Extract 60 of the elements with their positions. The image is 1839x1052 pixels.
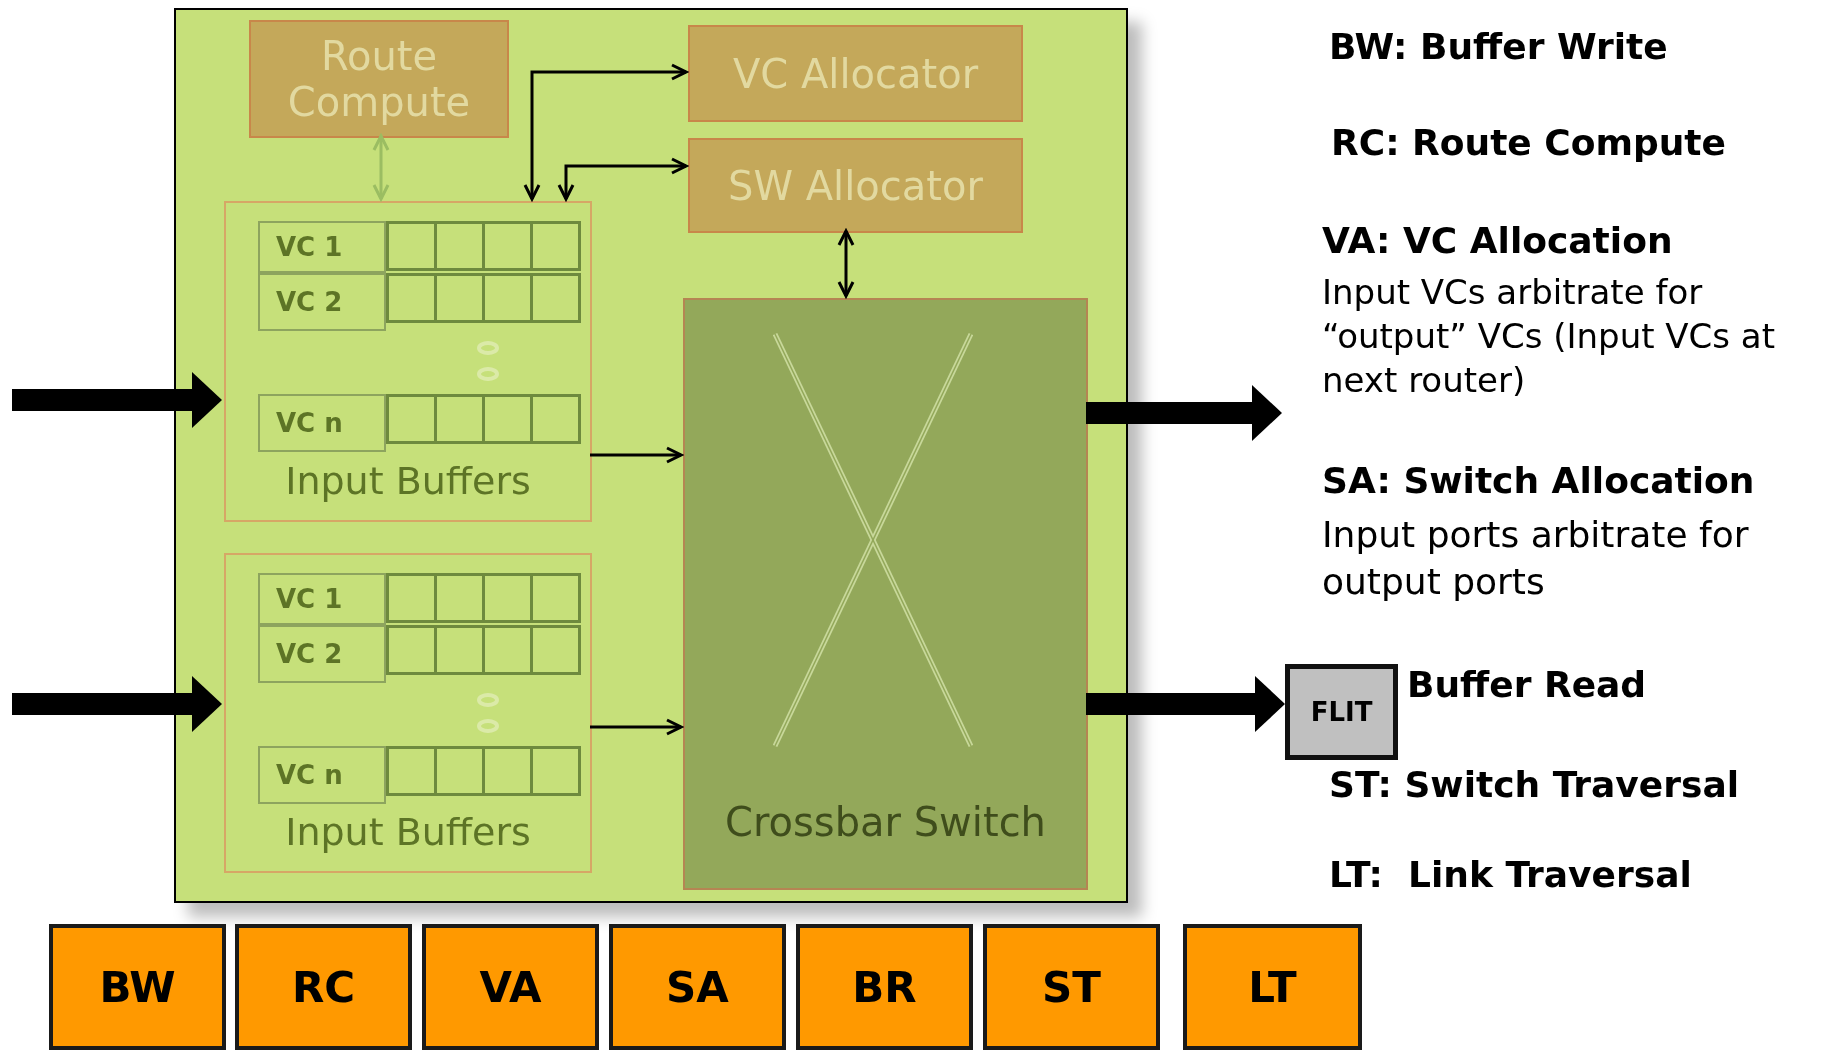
vc-label: VC 2	[276, 285, 343, 319]
unit-box	[688, 138, 1023, 233]
term-definition: LT: Link Traversal	[1329, 853, 1693, 897]
router-box	[174, 8, 1128, 903]
pipeline-stage-box	[422, 924, 599, 1050]
pipeline-stage-box	[49, 924, 226, 1050]
vc-label: VC 1	[276, 582, 343, 616]
box-label: Crossbar Switch	[724, 798, 1047, 847]
term-definition: RC: Route Compute	[1331, 121, 1727, 165]
pipeline-stage-box	[609, 924, 786, 1050]
term-definition: BW: Buffer Write	[1329, 25, 1669, 69]
arrow	[557, 157, 688, 201]
stage-label: LT	[1248, 961, 1297, 1014]
description-text: Input VCs arbitrate for “output” VCs (Input VCs at next router)	[1322, 271, 1777, 403]
vc-box	[258, 394, 386, 452]
flit-box	[1285, 664, 1398, 760]
arrow	[590, 718, 683, 736]
vc-label: VC 1	[276, 230, 343, 264]
description-text: Input ports arbitrate for output ports	[1322, 513, 1750, 604]
vc-label: VC 2	[276, 637, 343, 671]
arrow	[1086, 385, 1282, 441]
box-label: Input Buffers	[284, 809, 532, 856]
stage-label: VA	[479, 961, 542, 1014]
arrow	[837, 229, 855, 298]
crossbar-switch-box	[683, 298, 1088, 890]
vc-label: VC n	[276, 758, 343, 792]
box-label: VC Allocator	[732, 50, 979, 97]
input-buffers-box	[224, 553, 592, 873]
arrow	[372, 134, 390, 201]
stage-label: RC	[291, 961, 356, 1014]
pipeline-stage-box	[983, 924, 1160, 1050]
vc-box	[258, 273, 386, 331]
unit-box	[688, 25, 1023, 122]
vc-box	[258, 625, 386, 683]
arrow	[590, 446, 683, 464]
unit-box	[249, 20, 509, 138]
vc-box	[258, 573, 386, 625]
stage-label: BR	[852, 961, 917, 1014]
vc-box	[258, 746, 386, 804]
vc-label: VC n	[276, 406, 343, 440]
pipeline-stage-box	[1183, 924, 1362, 1050]
box-label: Input Buffers	[284, 458, 532, 505]
pipeline-stage-box	[796, 924, 973, 1050]
input-buffers-box	[224, 201, 592, 522]
vc-box	[258, 221, 386, 273]
term-definition: ST: Switch Traversal	[1329, 763, 1741, 807]
term-definition: SA: Switch Allocation	[1322, 459, 1756, 503]
box-label: FLIT	[1310, 695, 1373, 729]
stage-label: ST	[1042, 961, 1101, 1014]
pipeline-stage-box	[235, 924, 412, 1050]
arrow	[12, 372, 222, 428]
arrow	[12, 676, 222, 732]
arrow	[523, 63, 688, 201]
box-label: SW Allocator	[728, 162, 983, 209]
stage-label: BW	[99, 961, 176, 1014]
stage-label: SA	[666, 961, 729, 1014]
arrow	[1086, 676, 1285, 732]
box-label: Route Compute	[286, 33, 472, 125]
term-definition: Buffer Read	[1407, 663, 1648, 707]
term-definition: VA: VC Allocation	[1322, 219, 1674, 263]
